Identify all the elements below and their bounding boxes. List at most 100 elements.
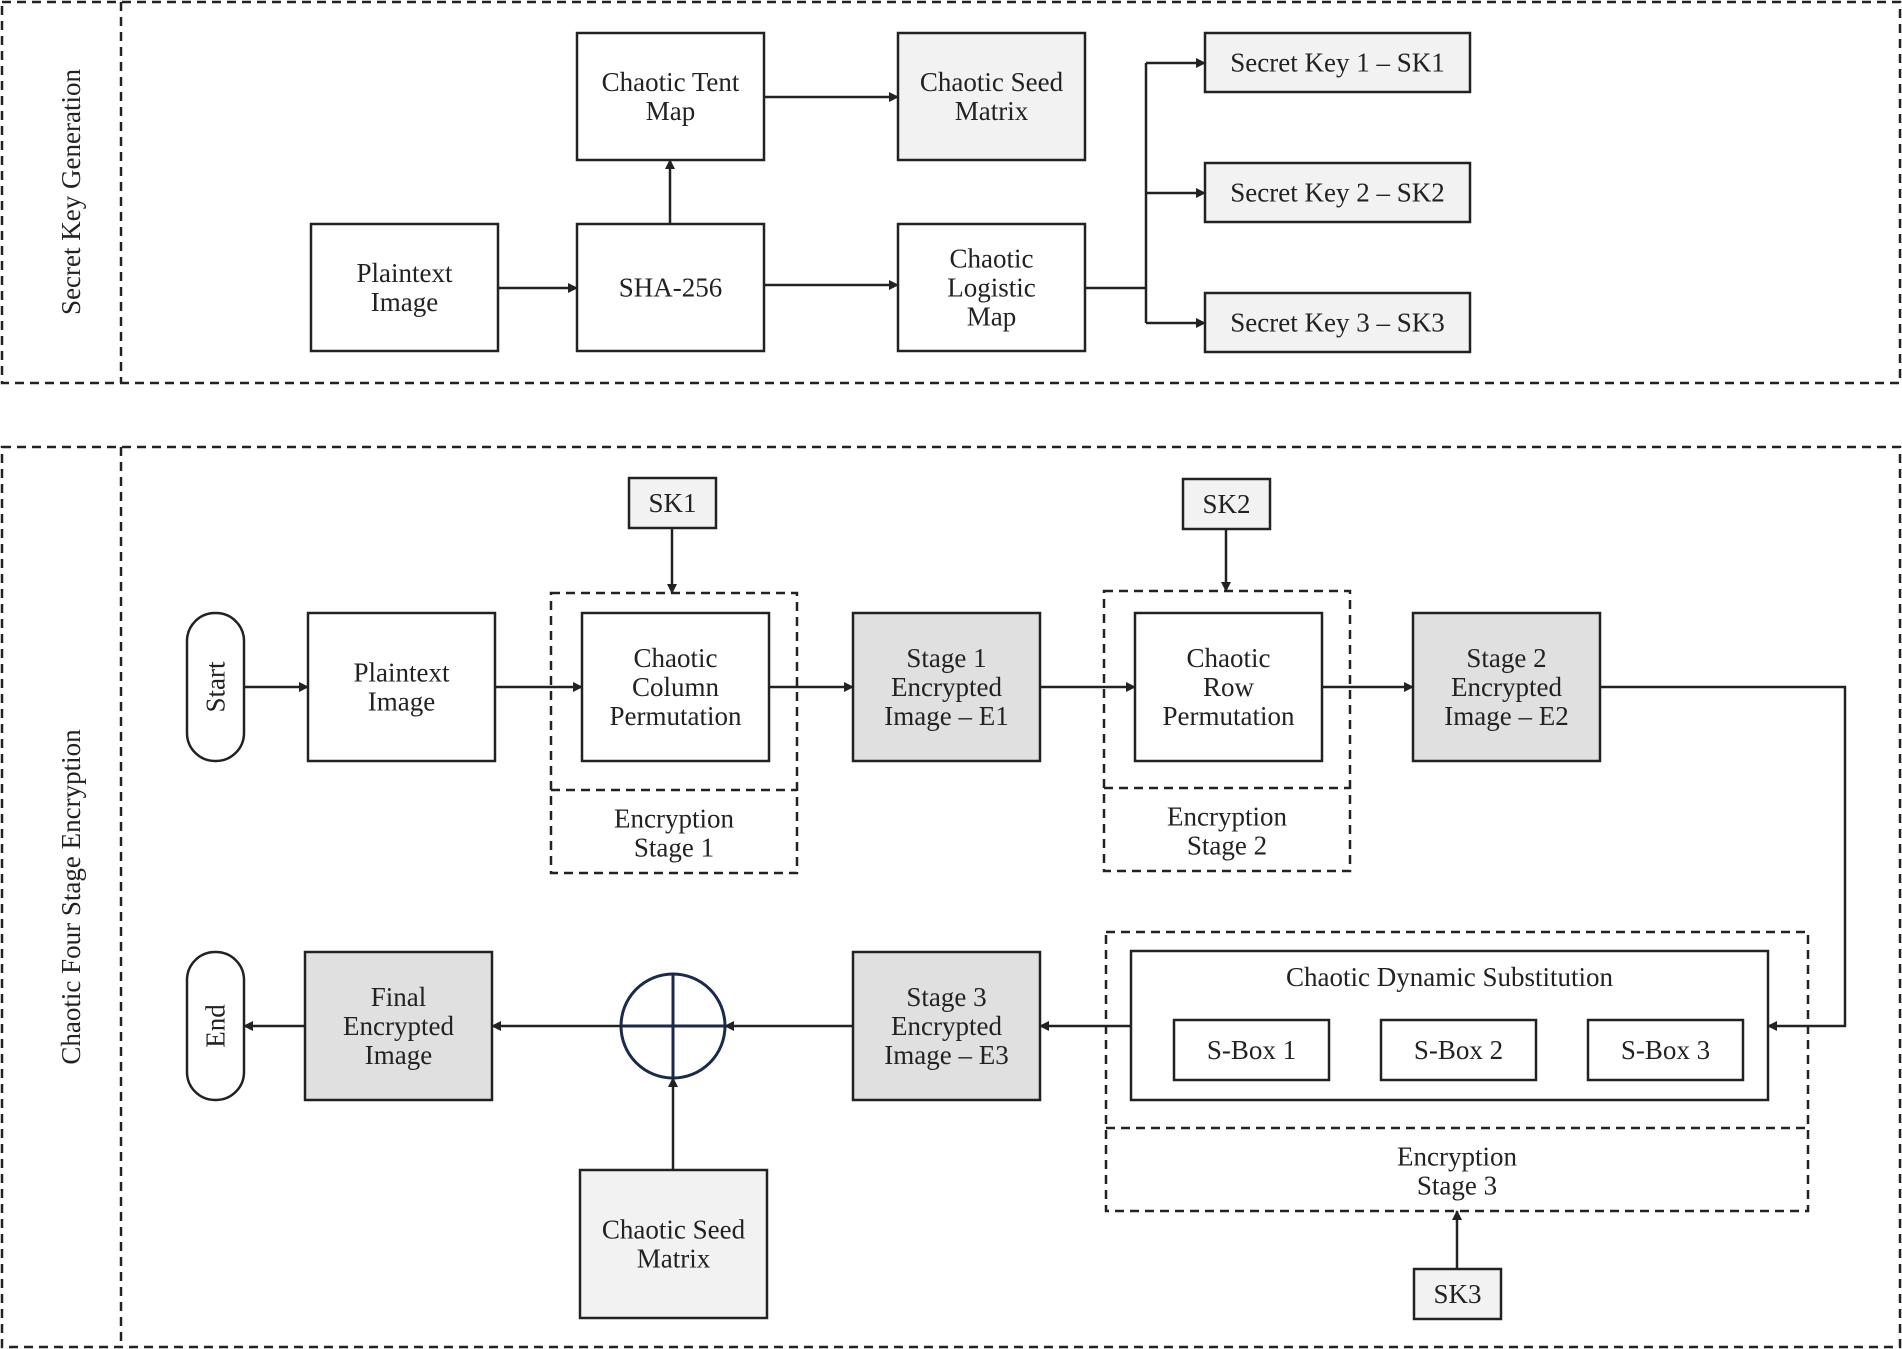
terminal-start: Start [185, 611, 246, 763]
node-label: SK2 [1202, 489, 1250, 519]
label-line: Permutation [610, 701, 742, 731]
node-sk3: SK3 [1412, 1267, 1503, 1321]
label-line: Image [368, 687, 435, 717]
label-line: Column [632, 672, 720, 702]
node-label: SK3 [1433, 1279, 1481, 1309]
panel-chaotic-four-stage-encryption: Chaotic Four Stage Encryption [0, 445, 1902, 1349]
node-label: Chaotic Dynamic Substitution [1286, 962, 1613, 992]
label-line: SK2 [1202, 489, 1250, 519]
node-sha256: SHA-256 [575, 222, 766, 353]
arrow-e2-to-substitution [1600, 685, 1847, 1031]
label-line: Chaotic Dynamic Substitution [1286, 962, 1613, 992]
label-line: Row [1203, 672, 1255, 702]
node-label: S-Box 3 [1621, 1035, 1710, 1065]
terminal-end: End [185, 950, 246, 1102]
label-line: Map [967, 302, 1017, 332]
node-sbox-3: S-Box 3 [1586, 1018, 1745, 1082]
label-line: Logistic [947, 273, 1036, 303]
label-line: Chaotic [1187, 643, 1271, 673]
label-line: Chaotic Tent [602, 67, 740, 97]
label-line: Matrix [637, 1244, 711, 1274]
label-line: Final [371, 982, 427, 1012]
label-line: SHA-256 [619, 273, 723, 303]
node-label: Secret Key 3 – SK3 [1230, 308, 1444, 338]
label-line: Encrypted [343, 1011, 454, 1041]
label-line: Encryption [1397, 1142, 1517, 1172]
node-label: S-Box 1 [1207, 1035, 1296, 1065]
encryption-connectors [243, 528, 1847, 1269]
end-label: End [201, 1004, 231, 1048]
label-line: Encrypted [891, 672, 1002, 702]
start-label: Start [201, 661, 231, 712]
label-line: Chaotic [950, 244, 1034, 274]
xor-circle-plus-icon [619, 972, 727, 1080]
label-line: SK1 [648, 488, 696, 518]
label-line: Image [365, 1040, 432, 1070]
node-label: Secret Key 1 – SK1 [1230, 48, 1444, 78]
label-line: SK3 [1433, 1279, 1481, 1309]
node-secret-key-2: Secret Key 2 – SK2 [1203, 161, 1472, 224]
label-line: Stage 1 [634, 833, 714, 863]
node-label: SK1 [648, 488, 696, 518]
label-line: Image – E2 [1444, 701, 1568, 731]
label-line: S-Box 1 [1207, 1035, 1296, 1065]
node-label: SHA-256 [619, 273, 723, 303]
xor-operator [619, 972, 727, 1080]
label-line: Plaintext [357, 258, 453, 288]
panel-title-encryption: Chaotic Four Stage Encryption [56, 729, 86, 1065]
label-line: Plaintext [354, 658, 450, 688]
label-line: Permutation [1163, 701, 1295, 731]
label-line: S-Box 2 [1414, 1035, 1503, 1065]
label-line: Stage 3 [906, 982, 986, 1012]
node-sk1: SK1 [627, 476, 718, 530]
label-line: Chaotic [634, 643, 718, 673]
label-line: S-Box 3 [1621, 1035, 1710, 1065]
node-sk2: SK2 [1181, 477, 1272, 531]
label-line: Encryption [614, 804, 734, 834]
label-line: Encryption [1167, 802, 1287, 832]
label-line: Image [371, 287, 438, 317]
label-line: Map [646, 96, 696, 126]
node-secret-key-1: Secret Key 1 – SK1 [1203, 31, 1472, 94]
label-line: Encrypted [891, 1011, 1002, 1041]
node-label: S-Box 2 [1414, 1035, 1503, 1065]
label-line: Secret Key 2 – SK2 [1230, 178, 1444, 208]
label-line: Stage 1 [906, 643, 986, 673]
panel-secret-key-generation: Secret Key Generation [0, 0, 1902, 385]
label-line: Chaotic Seed [602, 1215, 746, 1245]
keygen-connectors [498, 58, 1206, 328]
label-line: Encrypted [1451, 672, 1562, 702]
node-sbox-2: S-Box 2 [1379, 1018, 1538, 1082]
label-line: Secret Key 3 – SK3 [1230, 308, 1444, 338]
label-line: Chaotic Seed [920, 67, 1064, 97]
label-line: Stage 2 [1187, 831, 1267, 861]
label-line: Secret Key 1 – SK1 [1230, 48, 1444, 78]
label-line: Matrix [955, 96, 1029, 126]
label-line: Stage 2 [1466, 643, 1546, 673]
